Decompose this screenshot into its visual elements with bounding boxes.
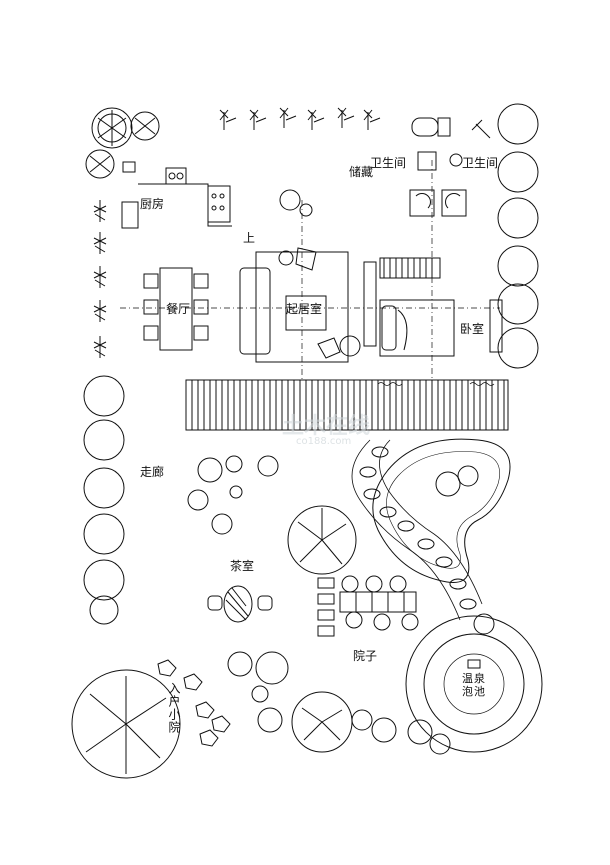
left-plant-column	[83, 200, 125, 625]
watermark-text: 土木在线	[282, 414, 371, 439]
shrubs	[187, 455, 495, 755]
label-kitchen: 厨房	[140, 197, 165, 211]
label-entry-court: 入户小院	[167, 682, 181, 734]
living-room	[239, 189, 377, 363]
bathrooms	[409, 117, 491, 217]
top-grass-row	[219, 107, 381, 130]
entry-stones	[157, 659, 231, 747]
right-tree-column	[497, 103, 539, 369]
hot-spring-pool	[405, 615, 543, 753]
bedroom-bed	[379, 299, 503, 357]
label-bath-left: 卫生间	[370, 156, 407, 170]
label-bath-right: 卫生间	[462, 156, 499, 170]
axis-lines	[120, 160, 500, 400]
stone-path	[351, 439, 483, 621]
storage	[379, 257, 441, 279]
label-tea-room: 茶室	[230, 559, 255, 573]
watermark-url: co188.com	[296, 436, 352, 447]
yard-benches	[317, 577, 417, 637]
large-trees	[71, 505, 357, 779]
tea-table	[207, 585, 273, 623]
kitchen	[121, 167, 232, 229]
wave-symbols	[377, 382, 495, 386]
label-corridor: 走廊	[140, 465, 165, 479]
label-storage: 储藏	[349, 165, 374, 179]
dining-table	[143, 267, 209, 351]
label-dining: 餐厅	[166, 302, 191, 316]
label-up: 上	[243, 231, 256, 245]
label-bedroom: 卧室	[460, 322, 485, 336]
label-yard: 院子	[353, 649, 378, 663]
tree-cluster-top-left	[85, 107, 160, 179]
deck	[185, 379, 509, 431]
label-living: 起居室	[286, 302, 323, 316]
label-hot-spring: 温泉泡池	[462, 672, 486, 698]
pond	[372, 438, 511, 583]
